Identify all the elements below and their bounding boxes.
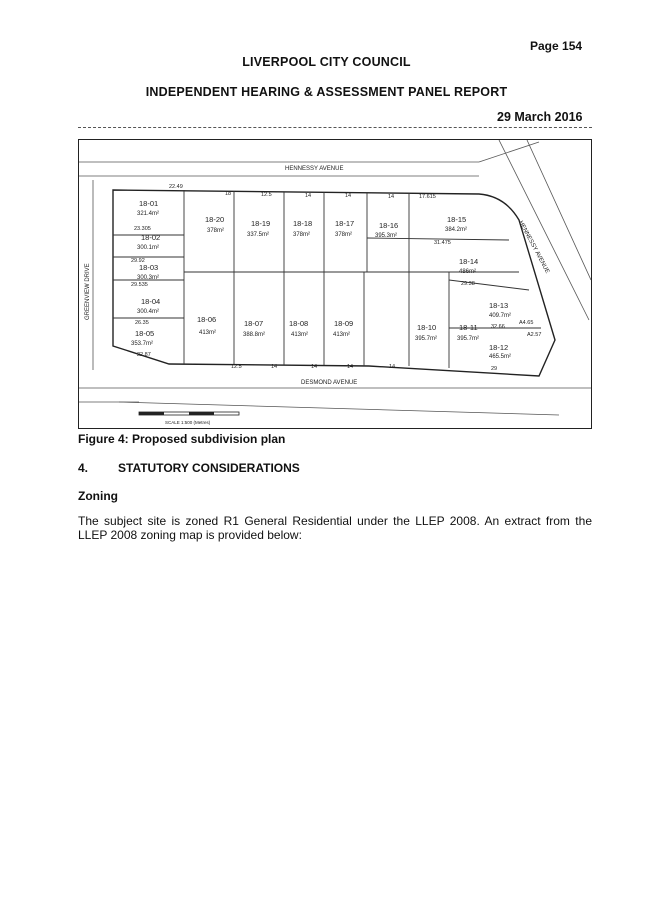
- svg-text:31.475: 31.475: [434, 240, 451, 246]
- svg-text:395.7m²: 395.7m²: [415, 336, 437, 342]
- svg-text:14: 14: [311, 364, 317, 370]
- scale-bar: SCALE 1:500 (Metres): [138, 411, 240, 425]
- svg-text:300.4m²: 300.4m²: [137, 309, 159, 315]
- svg-text:300.3m²: 300.3m²: [137, 275, 159, 281]
- svg-text:18-17: 18-17: [335, 219, 354, 228]
- svg-text:18-05: 18-05: [135, 329, 154, 338]
- svg-text:378m²: 378m²: [207, 228, 224, 234]
- svg-text:18-04: 18-04: [141, 297, 160, 306]
- svg-text:18-13: 18-13: [489, 301, 508, 310]
- figure-caption: Figure 4: Proposed subdivision plan: [78, 432, 286, 446]
- svg-text:395.7m²: 395.7m²: [457, 336, 479, 342]
- svg-text:23.305: 23.305: [134, 226, 151, 232]
- section-number: 4.: [78, 461, 89, 475]
- header-divider: [78, 127, 592, 128]
- svg-text:18-08: 18-08: [289, 319, 308, 328]
- svg-text:12.5: 12.5: [261, 192, 272, 198]
- svg-text:18-10: 18-10: [417, 323, 436, 332]
- subdivision-plan-figure: 22.49 18 12.5 14 14 14 17.615 23.305 29.92 29.…: [78, 139, 592, 429]
- svg-text:465.5m²: 465.5m²: [489, 354, 511, 360]
- svg-text:18-12: 18-12: [489, 343, 508, 352]
- street-north: HENNESSY AVENUE: [285, 166, 343, 172]
- svg-text:384.2m²: 384.2m²: [445, 227, 467, 233]
- svg-text:29.38: 29.38: [461, 281, 475, 287]
- svg-text:413m²: 413m²: [199, 330, 216, 336]
- svg-text:413m²: 413m²: [333, 332, 350, 338]
- svg-text:395.3m²: 395.3m²: [375, 233, 397, 239]
- svg-text:22.87: 22.87: [137, 352, 151, 358]
- svg-text:18-19: 18-19: [251, 219, 270, 228]
- svg-text:14: 14: [347, 364, 353, 370]
- svg-text:14: 14: [271, 364, 277, 370]
- street-south: DESMOND AVENUE: [301, 380, 357, 386]
- svg-text:378m²: 378m²: [293, 232, 310, 238]
- zoning-paragraph: The subject site is zoned R1 General Res…: [78, 514, 592, 542]
- svg-text:14: 14: [345, 193, 351, 199]
- council-name: LIVERPOOL CITY COUNCIL: [242, 55, 411, 69]
- svg-text:321.4m²: 321.4m²: [137, 211, 159, 217]
- svg-text:18-18: 18-18: [293, 219, 312, 228]
- svg-text:486m²: 486m²: [459, 269, 476, 275]
- svg-text:29: 29: [491, 366, 497, 372]
- svg-text:18-20: 18-20: [205, 215, 224, 224]
- svg-text:337.5m²: 337.5m²: [247, 232, 269, 238]
- svg-text:SCALE 1:500 (Metres): SCALE 1:500 (Metres): [165, 420, 211, 425]
- svg-text:18-03: 18-03: [139, 263, 158, 272]
- svg-text:353.7m²: 353.7m²: [131, 341, 153, 347]
- svg-text:14: 14: [388, 194, 394, 200]
- svg-text:12.5: 12.5: [231, 364, 242, 370]
- lot-labels: 18-01 321.4m² 18-02 300.1m² 18-03 300.3m² 1…: [131, 199, 511, 360]
- svg-text:18-01: 18-01: [139, 199, 158, 208]
- svg-text:409.7m²: 409.7m²: [489, 313, 511, 319]
- svg-text:14: 14: [305, 193, 311, 199]
- svg-text:18-11: 18-11: [459, 323, 478, 332]
- street-west: GREENVIEW DRIVE: [85, 263, 91, 320]
- svg-text:388.8m²: 388.8m²: [243, 332, 265, 338]
- svg-text:18-07: 18-07: [244, 319, 263, 328]
- svg-text:29.535: 29.535: [131, 282, 148, 288]
- svg-text:A2.57: A2.57: [527, 332, 541, 338]
- svg-text:29.92: 29.92: [131, 258, 145, 264]
- report-date: 29 March 2016: [497, 110, 583, 124]
- svg-text:14: 14: [389, 364, 395, 370]
- report-title: INDEPENDENT HEARING & ASSESSMENT PANEL R…: [145, 85, 508, 99]
- svg-text:22.49: 22.49: [169, 184, 183, 190]
- svg-text:378m²: 378m²: [335, 232, 352, 238]
- svg-text:18: 18: [225, 191, 231, 197]
- svg-text:18-16: 18-16: [379, 221, 398, 230]
- svg-text:26.35: 26.35: [135, 320, 149, 326]
- svg-text:A4.65: A4.65: [519, 320, 533, 326]
- page-number: Page 154: [530, 39, 583, 53]
- section-title: STATUTORY CONSIDERATIONS: [118, 461, 300, 475]
- subdivision-plan-drawing: 22.49 18 12.5 14 14 14 17.615 23.305 29.92 29.…: [79, 140, 591, 425]
- parcel-boundary: [112, 189, 556, 377]
- svg-text:300.1m²: 300.1m²: [137, 245, 159, 251]
- svg-text:18-09: 18-09: [334, 319, 353, 328]
- svg-text:17.615: 17.615: [419, 194, 436, 200]
- svg-text:413m²: 413m²: [291, 332, 308, 338]
- svg-text:18-06: 18-06: [197, 315, 216, 324]
- svg-text:18-14: 18-14: [459, 257, 478, 266]
- svg-text:18-15: 18-15: [447, 215, 466, 224]
- zoning-subheading: Zoning: [78, 489, 118, 503]
- svg-text:18-02: 18-02: [141, 233, 160, 242]
- svg-text:32.66: 32.66: [491, 324, 505, 330]
